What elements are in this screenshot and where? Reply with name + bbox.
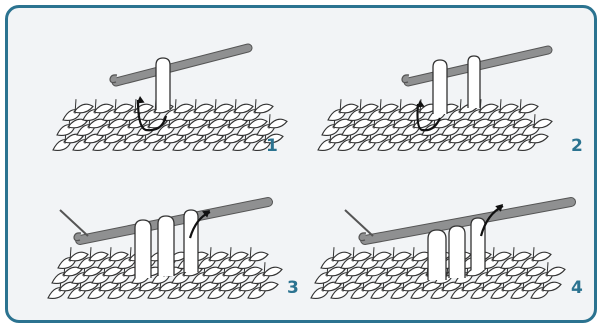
step-4-illustration — [303, 180, 583, 310]
hook-tail — [345, 210, 373, 236]
stitch — [519, 104, 538, 113]
step-2-panel: 2 — [308, 38, 568, 173]
step-3-illustration — [40, 180, 290, 310]
stitch — [254, 104, 273, 113]
stitch — [532, 252, 551, 261]
step-1-panel: 1 — [48, 38, 288, 173]
yarn-loop — [471, 218, 485, 270]
step-number: 1 — [266, 136, 278, 156]
yarn-loop — [449, 226, 465, 278]
hook-shaft — [365, 202, 571, 240]
diagram-frame: 1 2 3 4 — [5, 5, 597, 323]
hook-shaft — [116, 48, 248, 82]
arrow-head — [137, 96, 145, 103]
stitch — [249, 252, 268, 261]
stitch — [268, 119, 287, 128]
yarn-loop — [433, 60, 447, 114]
step-4-panel: 4 — [303, 180, 583, 315]
stitch — [533, 119, 552, 128]
yarn-loop — [156, 58, 170, 110]
stitch — [546, 267, 565, 276]
yarn-loop — [184, 210, 198, 272]
hook-head — [359, 233, 366, 241]
stitch — [263, 267, 282, 276]
step-number: 3 — [287, 278, 299, 298]
stitch — [542, 282, 561, 291]
yarn-loop — [158, 216, 174, 276]
yarn-loops — [156, 58, 170, 110]
step-1-illustration — [48, 38, 288, 168]
hook-head — [110, 75, 117, 83]
yarn-loop — [468, 56, 480, 108]
crochet-hook — [110, 48, 248, 83]
step-3-panel: 3 — [40, 180, 290, 315]
hook-head — [74, 233, 81, 241]
yarn-loop — [135, 220, 151, 278]
arrow-head — [417, 100, 425, 107]
step-number: 2 — [571, 136, 583, 156]
step-number: 4 — [571, 278, 583, 298]
stitch — [259, 282, 278, 291]
hook-tail — [60, 210, 88, 236]
yarn-loop — [428, 230, 446, 280]
step-2-illustration — [308, 38, 568, 168]
yarn-loops — [135, 210, 198, 278]
stitch — [529, 134, 548, 143]
hook-head — [402, 75, 409, 83]
